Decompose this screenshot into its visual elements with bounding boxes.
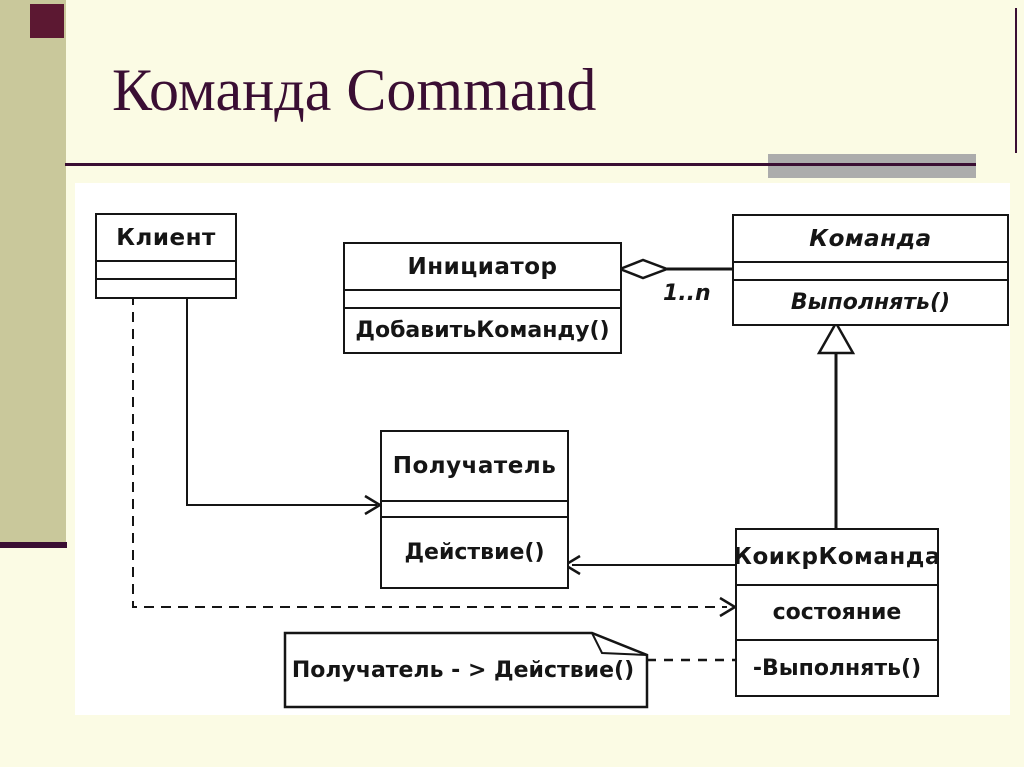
attributes-compartment	[97, 260, 235, 278]
attribute-label: состояние	[737, 584, 937, 639]
multiplicity-label: 1..n	[663, 281, 711, 306]
association-line-klient-poluchatel	[186, 295, 377, 506]
aggregation-diamond-icon	[616, 258, 671, 280]
attributes-compartment	[734, 261, 1007, 279]
gray-bar	[768, 154, 976, 178]
class-name: Клиент	[116, 224, 216, 251]
class-box-klient: Клиент	[95, 213, 237, 299]
class-box-komanda: Команда Выполнять()	[732, 214, 1009, 326]
operation-label: Выполнять()	[734, 279, 1007, 324]
attributes-compartment	[345, 289, 620, 307]
class-name: КоикрКоманда	[737, 544, 937, 570]
dependency-line-klient-konkr	[132, 295, 727, 608]
title-rule	[65, 163, 976, 166]
attributes-compartment	[382, 500, 567, 516]
note-shape	[283, 631, 649, 709]
note-text: Получатель - > Действие()	[291, 657, 635, 683]
operation-label: Действие()	[382, 516, 567, 587]
diagram-panel: Клиент Инициатор ДобавитьКоманду() Коман…	[75, 183, 1010, 715]
operation-label: ДобавитьКоманду()	[345, 307, 620, 352]
note-fold-icon	[591, 632, 648, 656]
class-name: Инициатор	[407, 253, 558, 280]
right-edge-line	[1015, 8, 1017, 153]
operation-label: -Выполнять()	[737, 639, 937, 695]
uml-connector-layer	[132, 258, 856, 709]
corner-square	[30, 4, 64, 38]
class-name: Команда	[809, 225, 932, 252]
slide-title: Команда Command	[112, 57, 597, 123]
class-box-initsiator: Инициатор ДобавитьКоманду()	[343, 242, 622, 354]
band-underline	[0, 542, 67, 548]
generalization-triangle-icon	[816, 320, 856, 355]
class-name: Получатель	[392, 453, 557, 479]
class-box-konkr-komanda: КоикрКоманда состояние -Выполнять()	[735, 528, 939, 697]
left-band	[0, 0, 66, 542]
class-box-poluchatel: Получатель Действие()	[380, 430, 569, 589]
operations-compartment	[97, 278, 235, 297]
